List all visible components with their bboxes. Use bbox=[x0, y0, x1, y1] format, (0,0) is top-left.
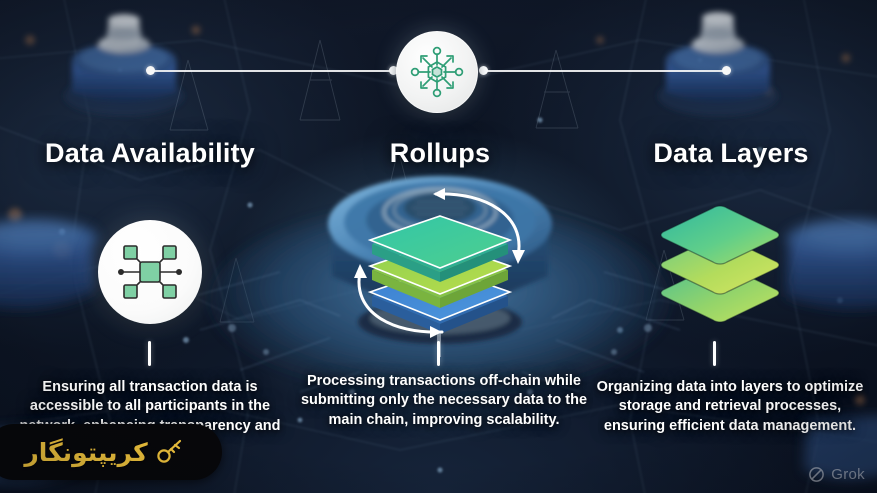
heading-data-availability: Data Availability bbox=[45, 138, 255, 168]
hero-network-circle bbox=[396, 31, 478, 113]
tick-mark-left bbox=[148, 341, 151, 366]
stacked-layers-chip-icon bbox=[328, 176, 552, 357]
key-icon bbox=[156, 439, 181, 463]
connector-line-right bbox=[483, 70, 727, 72]
network-hexagon-node-icon bbox=[410, 46, 464, 98]
watermark-text: کریپتونگار bbox=[24, 437, 148, 467]
heading-data-layers: Data Layers bbox=[653, 138, 809, 168]
stacked-diamond-layers-icon bbox=[660, 205, 780, 323]
grok-label: Grok bbox=[831, 466, 865, 483]
tick-mark-right bbox=[713, 341, 716, 366]
watermark-badge: کریپتونگار bbox=[0, 424, 222, 480]
connector-dot-right-start bbox=[479, 66, 488, 75]
connector-dot-left-start bbox=[146, 66, 155, 75]
rollups-chip-graphic bbox=[290, 172, 590, 357]
description-data-layers: Organizing data into layers to optimize … bbox=[596, 379, 864, 434]
tick-mark-middle bbox=[437, 341, 440, 366]
connector-line-left bbox=[150, 70, 394, 72]
data-layers-icon-wrap bbox=[645, 200, 795, 325]
heading-rollups: Rollups bbox=[389, 138, 491, 168]
grok-slashed-circle-icon bbox=[809, 467, 825, 482]
connector-dot-right-end bbox=[722, 66, 731, 75]
description-rollups: Processing transactions off-chain while … bbox=[300, 373, 588, 428]
network-nodes-square-icon bbox=[118, 245, 182, 299]
data-availability-icon-circle bbox=[98, 220, 202, 324]
grok-attribution: Grok bbox=[808, 466, 865, 483]
